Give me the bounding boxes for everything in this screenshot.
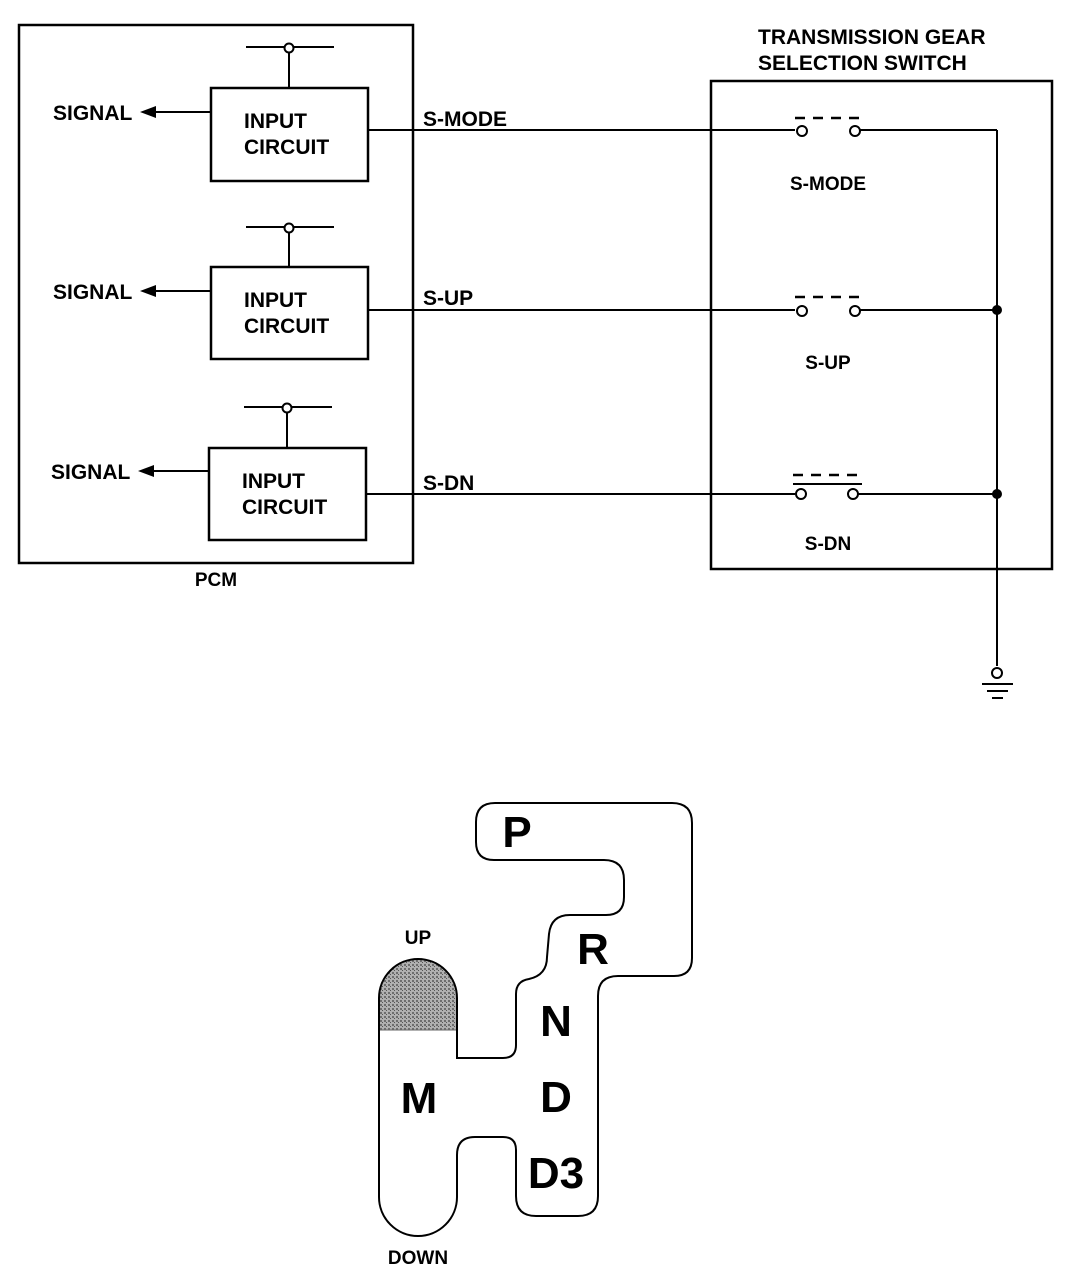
shift-gate: UP DOWN P R N D D3 M bbox=[378, 802, 693, 1269]
switch-title-line2: SELECTION SWITCH bbox=[758, 52, 967, 75]
shifter-up-label: UP bbox=[405, 928, 432, 949]
signal-arrow-icon bbox=[140, 106, 156, 118]
gear-r: R bbox=[577, 925, 609, 974]
gear-p: P bbox=[502, 808, 531, 857]
wire-label-s-dn: S-DN bbox=[423, 472, 474, 495]
switch-title-line1: TRANSMISSION GEAR bbox=[758, 26, 986, 49]
input-circuit-3-line2: CIRCUIT bbox=[242, 496, 327, 519]
input-circuit-1-line1: INPUT bbox=[244, 110, 307, 133]
contact-label-s-mode: S-MODE bbox=[790, 174, 866, 195]
gear-n: N bbox=[540, 997, 572, 1046]
input-circuit-2-line1: INPUT bbox=[244, 289, 307, 312]
pcm-label: PCM bbox=[195, 570, 237, 591]
junction-dot bbox=[992, 489, 1002, 499]
input-circuit-2: INPUT CIRCUIT SIGNAL bbox=[53, 222, 370, 361]
input-circuit-2-line2: CIRCUIT bbox=[244, 315, 329, 338]
upshift-shading bbox=[379, 959, 457, 1030]
wire-label-s-mode: S-MODE bbox=[423, 108, 507, 131]
pcm-box bbox=[17, 23, 415, 565]
signal-label-1: SIGNAL bbox=[53, 102, 133, 125]
ground-icon bbox=[982, 667, 1013, 699]
contact-s-mode bbox=[795, 116, 997, 137]
junction-dot bbox=[992, 305, 1002, 315]
signal-arrow-icon bbox=[140, 285, 156, 297]
input-circuit-3: INPUT CIRCUIT SIGNAL bbox=[51, 402, 368, 542]
contact-s-up bbox=[795, 295, 997, 317]
input-circuit-1: INPUT CIRCUIT SIGNAL bbox=[53, 42, 370, 183]
input-circuit-3-line1: INPUT bbox=[242, 470, 305, 493]
wire-label-s-up: S-UP bbox=[423, 287, 473, 310]
contact-label-s-up: S-UP bbox=[805, 353, 851, 374]
contact-label-s-dn: S-DN bbox=[805, 534, 851, 555]
gear-m: M bbox=[401, 1074, 438, 1123]
signal-label-2: SIGNAL bbox=[53, 281, 133, 304]
input-circuit-1-line2: CIRCUIT bbox=[244, 136, 329, 159]
gear-d3: D3 bbox=[528, 1149, 584, 1198]
contact-s-dn bbox=[793, 473, 997, 500]
switch-box bbox=[709, 79, 1054, 571]
gear-d: D bbox=[540, 1073, 572, 1122]
signal-arrow-icon bbox=[138, 465, 154, 477]
shifter-down-label: DOWN bbox=[388, 1248, 448, 1269]
signal-label-3: SIGNAL bbox=[51, 461, 131, 484]
